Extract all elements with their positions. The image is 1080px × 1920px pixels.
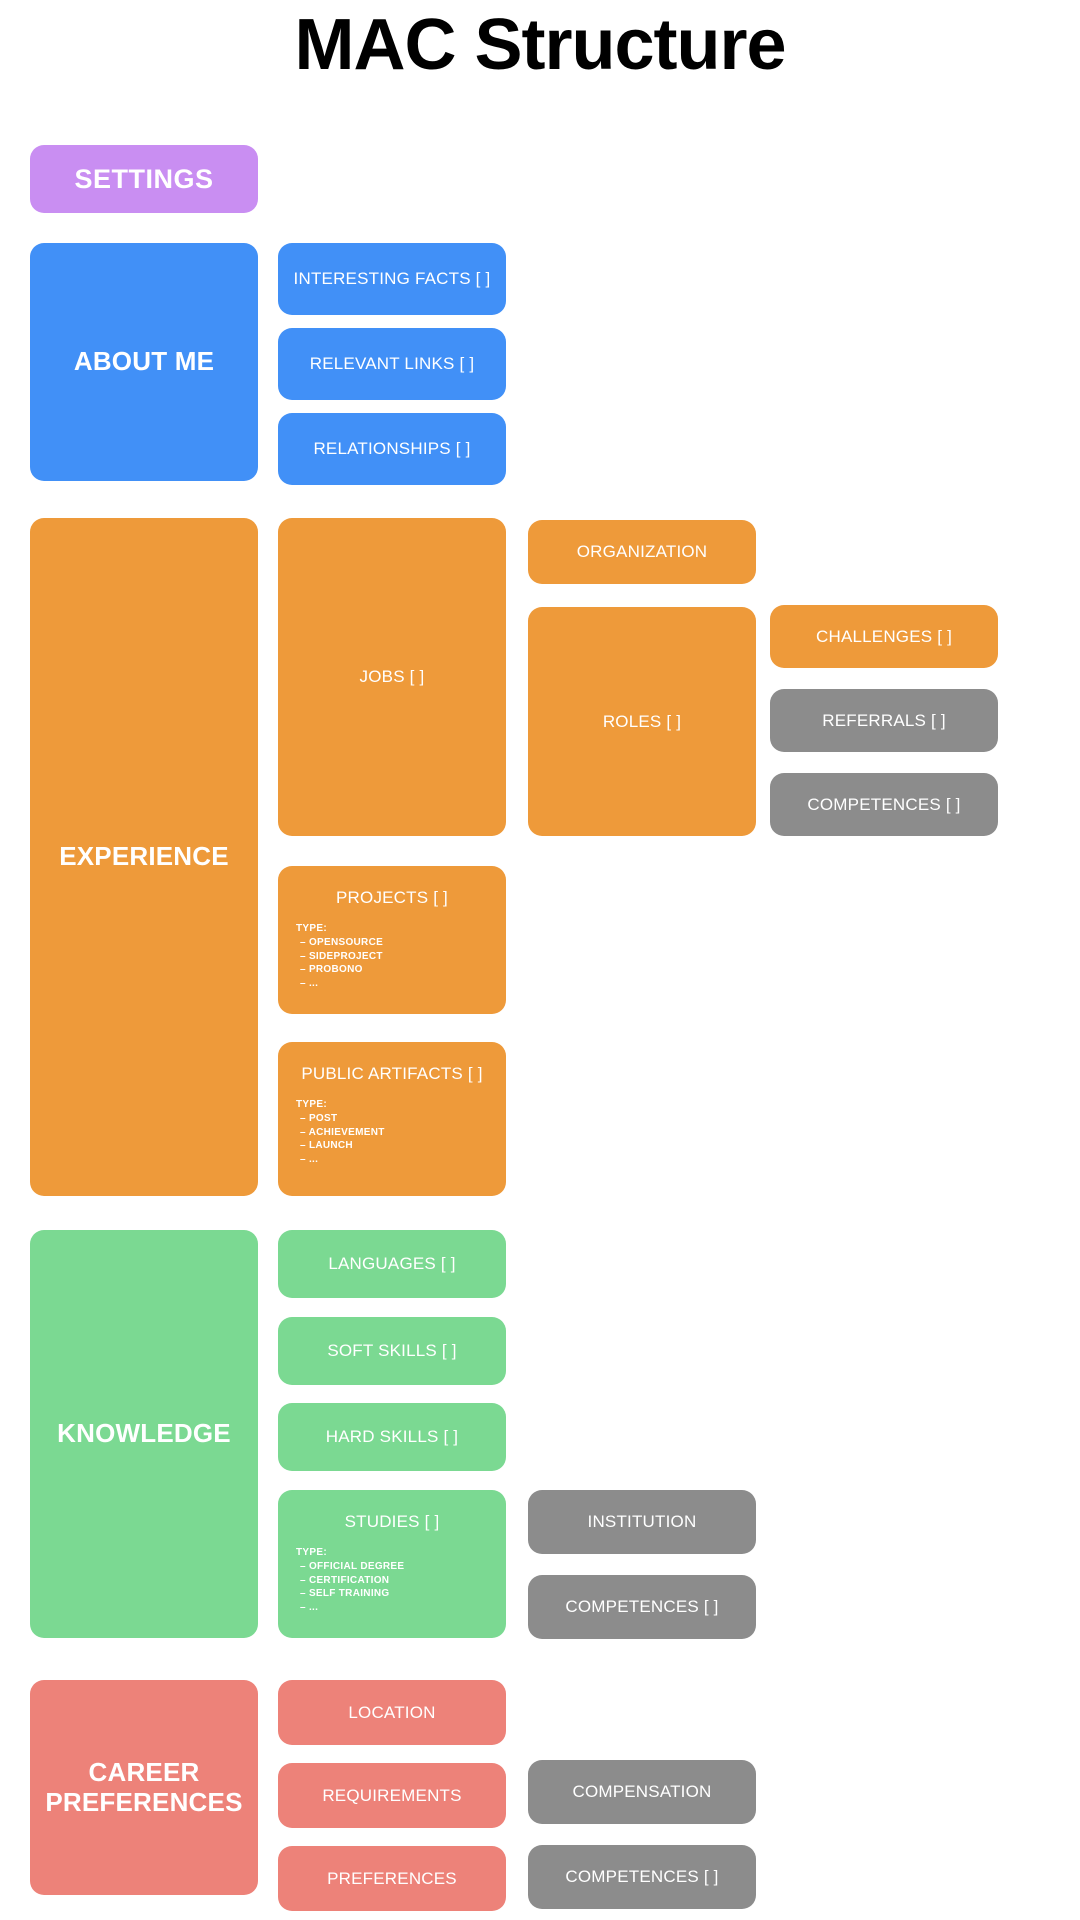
studies-type-item: – CERTIFICATION bbox=[300, 1574, 390, 1586]
experience-block[interactable]: EXPERIENCE bbox=[30, 518, 258, 1196]
hard-skills-label: HARD SKILLS [ ] bbox=[325, 1427, 459, 1446]
public-artifacts-block[interactable]: PUBLIC ARTIFACTS [ ] TYPE: – POST – ACHI… bbox=[278, 1042, 506, 1196]
projects-type-item: – OPENSOURCE bbox=[300, 936, 384, 948]
relationships-block[interactable]: RELATIONSHIPS [ ] bbox=[278, 413, 506, 485]
organization-block[interactable]: ORGANIZATION bbox=[528, 520, 756, 584]
soft-skills-block[interactable]: SOFT SKILLS [ ] bbox=[278, 1317, 506, 1385]
public-artifacts-type-item: – POST bbox=[300, 1112, 338, 1124]
location-label: LOCATION bbox=[348, 1702, 436, 1722]
projects-type-list: TYPE: – OPENSOURCE – SIDEPROJECT – PROBO… bbox=[278, 922, 506, 991]
experience-competences-block[interactable]: COMPETENCES [ ] bbox=[770, 773, 998, 836]
public-artifacts-type-list: TYPE: – POST – ACHIEVEMENT – LAUNCH – ..… bbox=[278, 1098, 506, 1167]
roles-block[interactable]: ROLES [ ] bbox=[528, 607, 756, 836]
knowledge-competences-label: COMPETENCES [ ] bbox=[565, 1597, 719, 1616]
languages-label: LANGUAGES [ ] bbox=[328, 1254, 456, 1273]
public-artifacts-label: PUBLIC ARTIFACTS [ ] bbox=[301, 1064, 483, 1083]
projects-type-head: TYPE: bbox=[296, 923, 327, 934]
institution-label: INSTITUTION bbox=[587, 1512, 697, 1531]
experience-label: EXPERIENCE bbox=[59, 841, 229, 872]
challenges-label: CHALLENGES [ ] bbox=[815, 626, 952, 646]
page-title: MAC Structure bbox=[294, 5, 786, 85]
about-me-label: ABOUT ME bbox=[73, 346, 215, 377]
settings-label: SETTINGS bbox=[74, 163, 214, 194]
studies-type-item: – OFFICIAL DEGREE bbox=[300, 1560, 405, 1572]
location-block[interactable]: LOCATION bbox=[278, 1680, 506, 1745]
knowledge-competences-block[interactable]: COMPETENCES [ ] bbox=[528, 1575, 756, 1639]
studies-label: STUDIES [ ] bbox=[344, 1512, 440, 1531]
jobs-block[interactable]: JOBS [ ] bbox=[278, 518, 506, 836]
roles-label: ROLES [ ] bbox=[602, 711, 682, 731]
career-preferences-label: CAREER PREFERENCES bbox=[45, 1756, 243, 1817]
experience-competences-label: COMPETENCES [ ] bbox=[807, 794, 961, 814]
preferences-block[interactable]: PREFERENCES bbox=[278, 1846, 506, 1911]
career-competences-label: COMPETENCES [ ] bbox=[565, 1867, 719, 1886]
studies-type-item: – SELF TRAINING bbox=[300, 1588, 390, 1600]
projects-label: PROJECTS [ ] bbox=[336, 888, 448, 907]
institution-block[interactable]: INSTITUTION bbox=[528, 1490, 756, 1554]
compensation-label: COMPENSATION bbox=[572, 1782, 712, 1801]
settings-block[interactable]: SETTINGS bbox=[30, 145, 258, 213]
career-competences-block[interactable]: COMPETENCES [ ] bbox=[528, 1845, 756, 1909]
public-artifacts-type-item: – LAUNCH bbox=[300, 1140, 353, 1152]
hard-skills-block[interactable]: HARD SKILLS [ ] bbox=[278, 1403, 506, 1471]
preferences-label: PREFERENCES bbox=[327, 1868, 457, 1888]
public-artifacts-type-item: – ... bbox=[300, 1154, 319, 1166]
organization-label: ORGANIZATION bbox=[576, 542, 708, 561]
studies-type-item: – ... bbox=[300, 1602, 319, 1614]
projects-type-item: – PROBONO bbox=[300, 964, 363, 976]
requirements-label: REQUIREMENTS bbox=[322, 1785, 462, 1805]
studies-type-head: TYPE: bbox=[296, 1547, 327, 1558]
public-artifacts-type-item: – ACHIEVEMENT bbox=[300, 1126, 385, 1138]
interesting-facts-block[interactable]: INTERESTING FACTS [ ] bbox=[278, 243, 506, 315]
about-me-block[interactable]: ABOUT ME bbox=[30, 243, 258, 481]
languages-block[interactable]: LANGUAGES [ ] bbox=[278, 1230, 506, 1298]
referrals-label: REFERRALS [ ] bbox=[822, 710, 946, 730]
referrals-block[interactable]: REFERRALS [ ] bbox=[770, 689, 998, 752]
requirements-block[interactable]: REQUIREMENTS bbox=[278, 1763, 506, 1828]
studies-type-list: TYPE: – OFFICIAL DEGREE – CERTIFICATION … bbox=[278, 1546, 506, 1615]
projects-type-item: – SIDEPROJECT bbox=[300, 950, 383, 962]
challenges-block[interactable]: CHALLENGES [ ] bbox=[770, 605, 998, 668]
studies-block[interactable]: STUDIES [ ] TYPE: – OFFICIAL DEGREE – CE… bbox=[278, 1490, 506, 1638]
knowledge-label: KNOWLEDGE bbox=[57, 1418, 231, 1449]
career-preferences-block[interactable]: CAREER PREFERENCES bbox=[30, 1680, 258, 1895]
interesting-facts-label: INTERESTING FACTS [ ] bbox=[293, 269, 491, 288]
knowledge-block[interactable]: KNOWLEDGE bbox=[30, 1230, 258, 1638]
soft-skills-label: SOFT SKILLS [ ] bbox=[327, 1341, 457, 1360]
jobs-label: JOBS [ ] bbox=[359, 667, 425, 686]
relevant-links-block[interactable]: RELEVANT LINKS [ ] bbox=[278, 328, 506, 400]
relationships-label: RELATIONSHIPS [ ] bbox=[313, 439, 471, 458]
projects-type-item: – ... bbox=[300, 978, 319, 990]
compensation-block[interactable]: COMPENSATION bbox=[528, 1760, 756, 1824]
relevant-links-label: RELEVANT LINKS [ ] bbox=[309, 354, 475, 373]
projects-block[interactable]: PROJECTS [ ] TYPE: – OPENSOURCE – SIDEPR… bbox=[278, 866, 506, 1014]
public-artifacts-type-head: TYPE: bbox=[296, 1099, 327, 1110]
